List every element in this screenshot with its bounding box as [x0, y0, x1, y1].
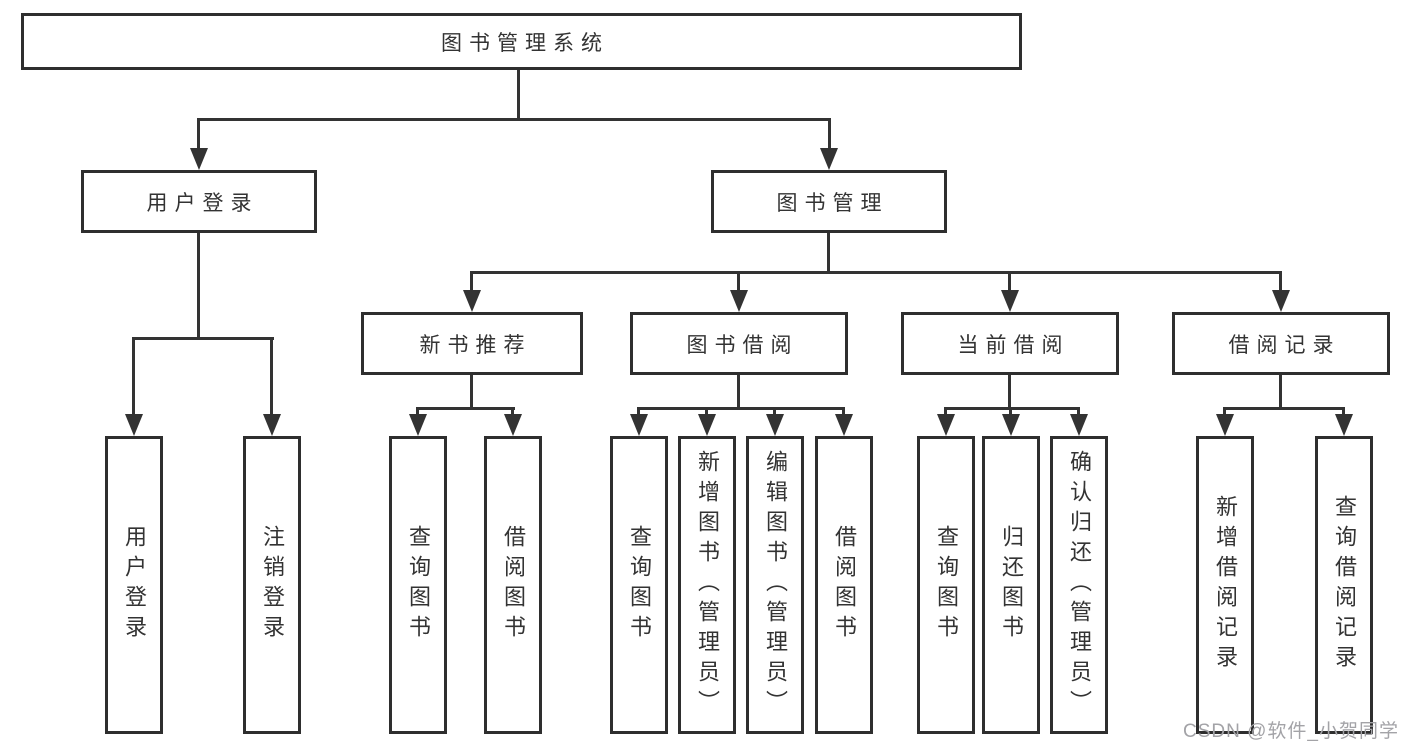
leaf-br-query-record: 查询借阅记录: [1315, 436, 1373, 734]
connector-bookmgmt-stem-3: [1008, 271, 1011, 293]
connector-root-stem-left: [197, 118, 200, 150]
node-book-management: 图书管理: [711, 170, 947, 233]
arrowhead-down-icon: [1001, 290, 1019, 312]
connector-bookborrow-vline: [737, 375, 740, 409]
connector-currentborrow-hline: [944, 407, 1080, 410]
connector-recommend-hline: [416, 407, 515, 410]
connector-recommend-vline: [470, 375, 473, 409]
node-label: 新增借阅记录: [1213, 495, 1238, 675]
node-user-login: 用户登录: [81, 170, 317, 233]
leaf-rec-query-book: 查询图书: [389, 436, 447, 734]
connector-currentborrow-stem-3: [1077, 407, 1080, 417]
connector-bookborrow-hline: [637, 407, 845, 410]
arrowhead-down-icon: [409, 414, 427, 436]
leaf-logout-login: 注销登录: [243, 436, 301, 734]
connector-userlogin-stem-right: [270, 337, 273, 417]
node-label: 归还图书: [999, 525, 1024, 645]
node-new-book-recommend: 新书推荐: [361, 312, 583, 375]
leaf-rec-borrow-book: 借阅图书: [484, 436, 542, 734]
node-label: 当前借阅: [957, 333, 1070, 357]
leaf-cb-return-book: 归还图书: [982, 436, 1040, 734]
connector-bookmgmt-stem-2: [737, 271, 740, 293]
connector-bookmgmt-stem-4: [1279, 271, 1282, 293]
leaf-bb-query-book: 查询图书: [610, 436, 668, 734]
node-label: 用户登录: [146, 191, 259, 215]
leaf-bb-edit-book-admin: 编辑图书（管理员）: [746, 436, 804, 734]
node-label: 借阅记录: [1228, 333, 1341, 357]
arrowhead-down-icon: [1272, 290, 1290, 312]
connector-currentborrow-stem-2: [1009, 407, 1012, 417]
node-label: 新增图书（管理员）: [695, 450, 720, 720]
node-label: 确认归还（管理员）: [1067, 450, 1092, 720]
connector-root-vline: [517, 70, 520, 118]
node-label: 编辑图书（管理员）: [763, 450, 788, 720]
connector-recommend-stem-1: [416, 407, 419, 417]
connector-root-hline: [198, 118, 830, 121]
arrowhead-down-icon: [190, 148, 208, 170]
connector-currentborrow-vline: [1008, 375, 1011, 409]
leaf-cb-query-book: 查询图书: [917, 436, 975, 734]
node-label: 借阅图书: [832, 525, 857, 645]
connector-bookmgmt-stem-1: [470, 271, 473, 293]
node-borrow-records: 借阅记录: [1172, 312, 1390, 375]
arrowhead-down-icon: [766, 414, 784, 436]
node-label: 查询借阅记录: [1332, 495, 1357, 675]
connector-borrowrecords-stem-2: [1342, 407, 1345, 417]
connector-bookborrow-stem-1: [637, 407, 640, 417]
arrowhead-down-icon: [1216, 414, 1234, 436]
connector-userlogin-stem-left: [132, 337, 135, 417]
connector-currentborrow-stem-1: [944, 407, 947, 417]
arrowhead-down-icon: [698, 414, 716, 436]
node-label: 图书管理系统: [441, 31, 609, 55]
csdn-watermark: CSDN @软件_小贺同学: [1183, 721, 1399, 742]
connector-userlogin-hline: [133, 337, 274, 340]
arrowhead-down-icon: [835, 414, 853, 436]
connector-bookborrow-stem-3: [773, 407, 776, 417]
node-label: 新书推荐: [419, 333, 532, 357]
node-label: 注销登录: [260, 525, 285, 645]
node-label: 查询图书: [627, 525, 652, 645]
node-label: 查询图书: [406, 525, 431, 645]
arrowhead-down-icon: [937, 414, 955, 436]
connector-bookmgmt-vline: [827, 233, 830, 273]
leaf-br-add-record: 新增借阅记录: [1196, 436, 1254, 734]
connector-userlogin-vline: [197, 233, 200, 337]
leaf-bb-add-book-admin: 新增图书（管理员）: [678, 436, 736, 734]
arrowhead-down-icon: [820, 148, 838, 170]
connector-borrowrecords-hline: [1223, 407, 1345, 410]
node-label: 查询图书: [934, 525, 959, 645]
connector-borrowrecords-stem-1: [1223, 407, 1226, 417]
arrowhead-down-icon: [504, 414, 522, 436]
node-book-borrow: 图书借阅: [630, 312, 848, 375]
leaf-cb-confirm-return-admin: 确认归还（管理员）: [1050, 436, 1108, 734]
connector-recommend-stem-2: [511, 407, 514, 417]
node-root: 图书管理系统: [21, 13, 1022, 70]
leaf-bb-borrow-book: 借阅图书: [815, 436, 873, 734]
connector-bookborrow-stem-2: [705, 407, 708, 417]
node-label: 图书管理: [776, 191, 889, 215]
arrowhead-down-icon: [463, 290, 481, 312]
node-label: 用户登录: [122, 525, 147, 645]
arrowhead-down-icon: [1335, 414, 1353, 436]
arrowhead-down-icon: [630, 414, 648, 436]
arrowhead-down-icon: [125, 414, 143, 436]
leaf-user-login: 用户登录: [105, 436, 163, 734]
arrowhead-down-icon: [1070, 414, 1088, 436]
connector-bookmgmt-hline: [470, 271, 1282, 274]
node-label: 图书借阅: [686, 333, 799, 357]
node-current-borrow: 当前借阅: [901, 312, 1119, 375]
arrowhead-down-icon: [263, 414, 281, 436]
arrowhead-down-icon: [730, 290, 748, 312]
node-label: 借阅图书: [501, 525, 526, 645]
connector-bookborrow-stem-4: [842, 407, 845, 417]
arrowhead-down-icon: [1002, 414, 1020, 436]
connector-root-stem-right: [828, 118, 831, 150]
connector-borrowrecords-vline: [1279, 375, 1282, 409]
